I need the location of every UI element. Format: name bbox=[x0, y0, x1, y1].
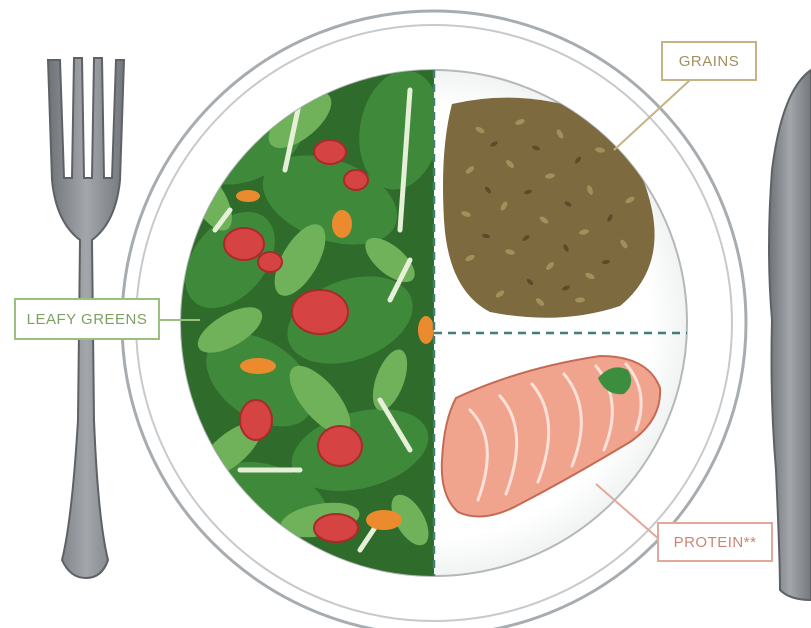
grains-label: GRAINS bbox=[661, 41, 757, 81]
leafy-greens-label: LEAFY GREENS bbox=[14, 298, 160, 340]
protein-label: PROTEIN** bbox=[657, 522, 773, 562]
knife-icon bbox=[769, 70, 811, 600]
